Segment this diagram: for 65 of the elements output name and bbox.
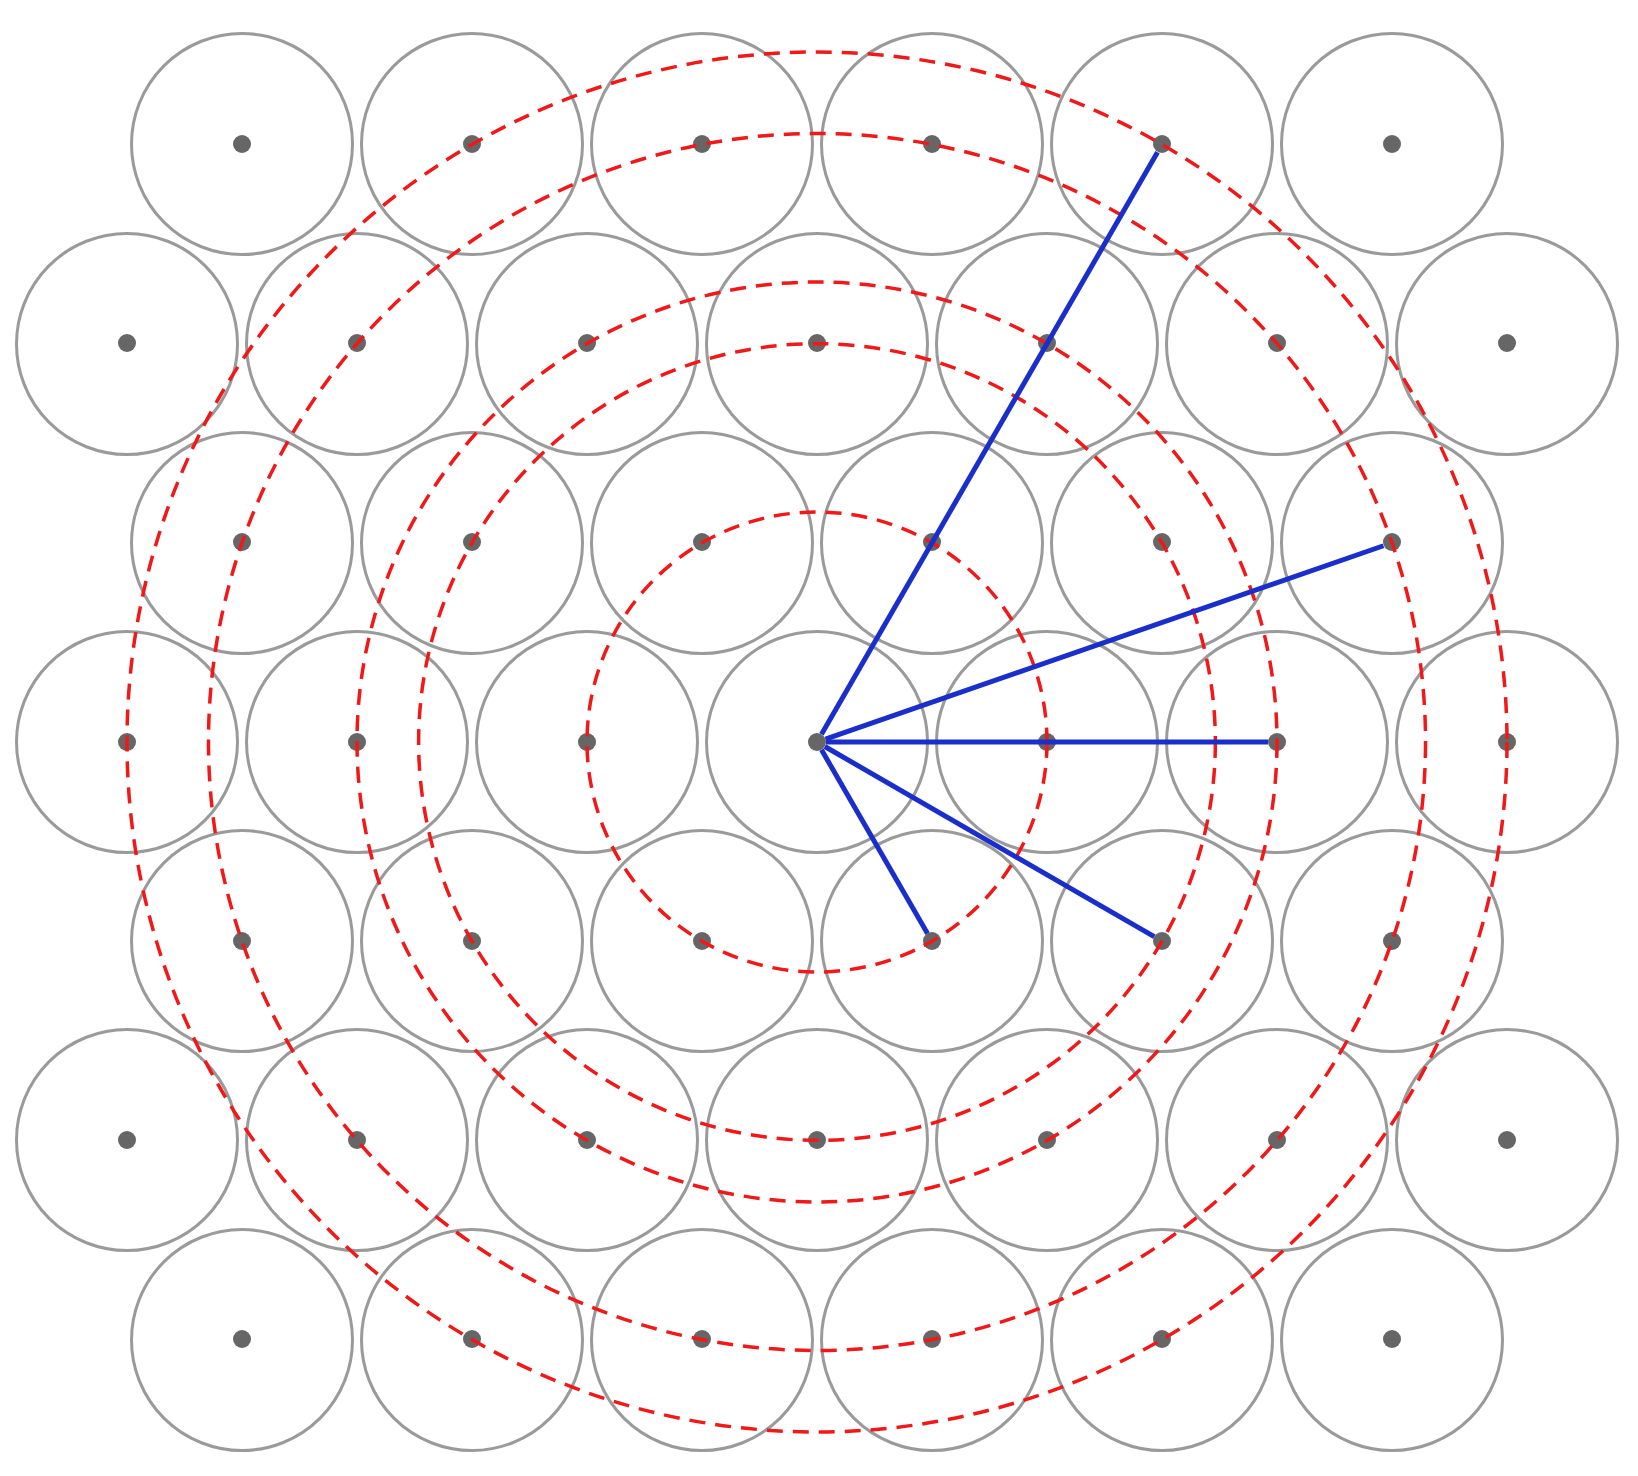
circle [475, 231, 699, 456]
line [819, 151, 1160, 736]
circle [705, 1028, 929, 1253]
circle [15, 630, 239, 854]
circle [590, 430, 814, 655]
circle [360, 430, 584, 655]
circle [15, 231, 239, 456]
center-dot [117, 334, 136, 353]
circle [130, 430, 354, 655]
circle [130, 829, 354, 1054]
center-dot [1497, 1130, 1516, 1149]
circle [360, 1227, 584, 1452]
line [826, 739, 1268, 745]
line [819, 748, 930, 935]
circle [1280, 829, 1504, 1054]
circle [1050, 32, 1274, 257]
circle [130, 1227, 354, 1452]
circle [1280, 1227, 1504, 1452]
circle [1395, 231, 1619, 456]
circle [590, 829, 814, 1054]
center-dot [232, 1330, 251, 1349]
circle [1050, 430, 1274, 655]
circle [15, 1028, 239, 1253]
circle [1395, 1028, 1619, 1253]
center-dot [1382, 931, 1401, 950]
circle [1050, 1227, 1274, 1452]
center-dot [807, 732, 826, 751]
center-dot [232, 134, 251, 153]
circle [820, 430, 1044, 655]
center-dot [1382, 1330, 1401, 1349]
center-dot [922, 134, 941, 153]
circle [820, 32, 1044, 257]
circle [705, 630, 929, 854]
circle [360, 32, 584, 257]
circle [705, 231, 929, 456]
circle [360, 829, 584, 1054]
circle [1165, 1028, 1389, 1253]
circle [590, 1227, 814, 1452]
circle [475, 1028, 699, 1253]
line [823, 744, 1156, 939]
circle [1395, 630, 1619, 854]
circle [1165, 630, 1389, 854]
center-dot [1382, 134, 1401, 153]
circle [1280, 430, 1504, 655]
line [824, 543, 1385, 742]
circle [245, 630, 469, 854]
circle [245, 1028, 469, 1253]
circle [935, 630, 1159, 854]
center-dot [577, 732, 596, 751]
center-dot [692, 134, 711, 153]
center-dot [117, 1130, 136, 1149]
center-dot [347, 732, 366, 751]
circle [475, 630, 699, 854]
center-dot [1497, 334, 1516, 353]
circle [590, 32, 814, 257]
circle [1165, 231, 1389, 456]
circle [245, 231, 469, 456]
circle [130, 32, 354, 257]
circle [820, 1227, 1044, 1452]
circle [935, 231, 1159, 456]
circle [820, 829, 1044, 1054]
circle [1050, 829, 1274, 1054]
center-dot [807, 1130, 826, 1149]
circle [935, 1028, 1159, 1253]
circle [1280, 32, 1504, 257]
